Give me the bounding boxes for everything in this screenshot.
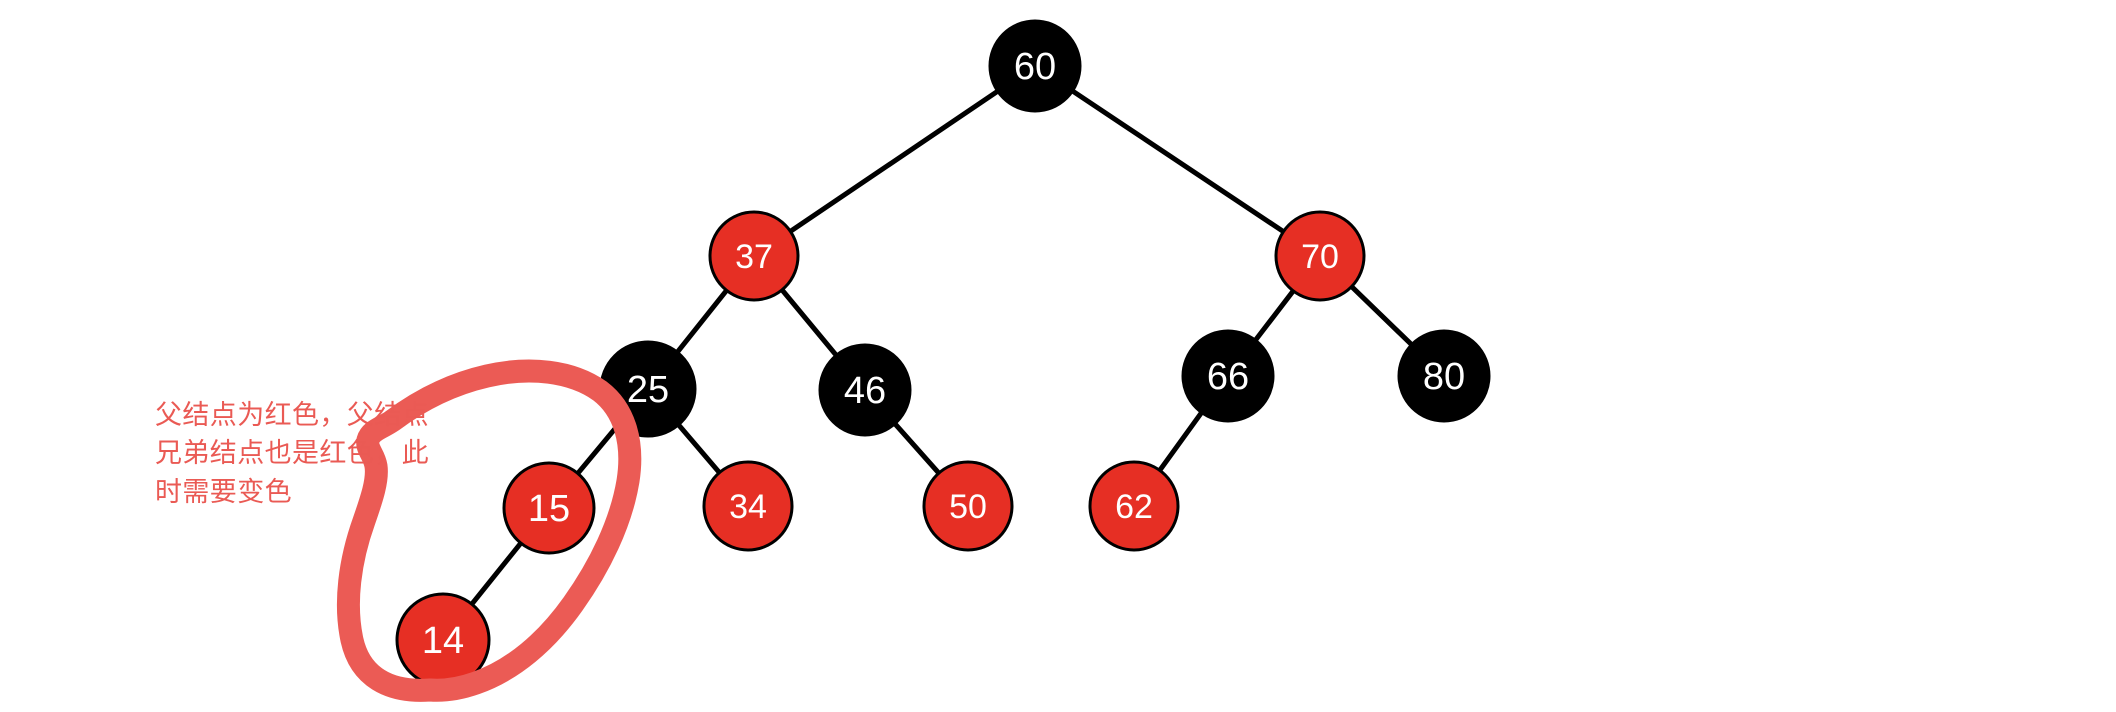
hand-drawn-highlight-oval xyxy=(336,359,642,702)
node-label-14: 14 xyxy=(422,620,464,662)
node-label-66: 66 xyxy=(1207,356,1249,398)
tree-edge-46-50 xyxy=(891,419,943,478)
tree-node-50[interactable]: 50 xyxy=(922,460,1014,552)
tree-node-46[interactable]: 46 xyxy=(818,343,912,437)
node-circle-62 xyxy=(1088,460,1180,552)
tree-edge-25-34 xyxy=(674,420,724,477)
node-label-50: 50 xyxy=(949,488,987,526)
node-circle-15 xyxy=(502,461,596,555)
node-circle-60 xyxy=(988,19,1082,113)
node-circle-34 xyxy=(702,460,794,552)
tree-edge-60-70 xyxy=(1068,87,1288,236)
tree-edge-60-37 xyxy=(786,87,1002,235)
tree-edge-70-80 xyxy=(1347,282,1416,349)
nodes-group: 60 37 70 25 46 66 80 15 34 50 62 14 xyxy=(395,19,1491,688)
node-circle-50 xyxy=(922,460,1014,552)
tree-edge-70-66 xyxy=(1251,286,1297,345)
node-circle-66 xyxy=(1181,329,1275,423)
node-label-34: 34 xyxy=(729,488,767,526)
tree-node-70[interactable]: 70 xyxy=(1274,210,1366,302)
tree-node-37[interactable]: 37 xyxy=(708,210,800,302)
node-circle-70 xyxy=(1274,210,1366,302)
node-label-46: 46 xyxy=(844,370,886,412)
annotation-note: 父结点为红色，父结点兄弟结点也是红色，此时需要变色 xyxy=(155,400,429,507)
node-circle-80 xyxy=(1397,329,1491,423)
node-label-37: 37 xyxy=(735,238,773,276)
node-label-25: 25 xyxy=(627,369,669,411)
tree-edge-25-15 xyxy=(574,421,622,478)
node-label-15: 15 xyxy=(528,488,570,530)
tree-edge-37-25 xyxy=(673,286,731,357)
node-label-62: 62 xyxy=(1115,488,1153,526)
tree-node-60[interactable]: 60 xyxy=(988,19,1082,113)
tree-edge-66-62 xyxy=(1156,408,1206,475)
node-circle-37 xyxy=(708,210,800,302)
node-label-60: 60 xyxy=(1014,46,1056,88)
edges-group xyxy=(468,87,1416,609)
node-circle-46 xyxy=(818,343,912,437)
tree-node-14[interactable]: 14 xyxy=(395,592,491,688)
tree-edge-37-46 xyxy=(778,285,841,360)
tree-node-34[interactable]: 34 xyxy=(702,460,794,552)
tree-edge-15-14 xyxy=(468,539,525,609)
node-label-70: 70 xyxy=(1301,238,1339,276)
tree-node-80[interactable]: 80 xyxy=(1397,329,1491,423)
tree-node-15[interactable]: 15 xyxy=(502,461,596,555)
node-label-80: 80 xyxy=(1423,356,1465,398)
tree-node-66[interactable]: 66 xyxy=(1181,329,1275,423)
tree-node-62[interactable]: 62 xyxy=(1088,460,1180,552)
